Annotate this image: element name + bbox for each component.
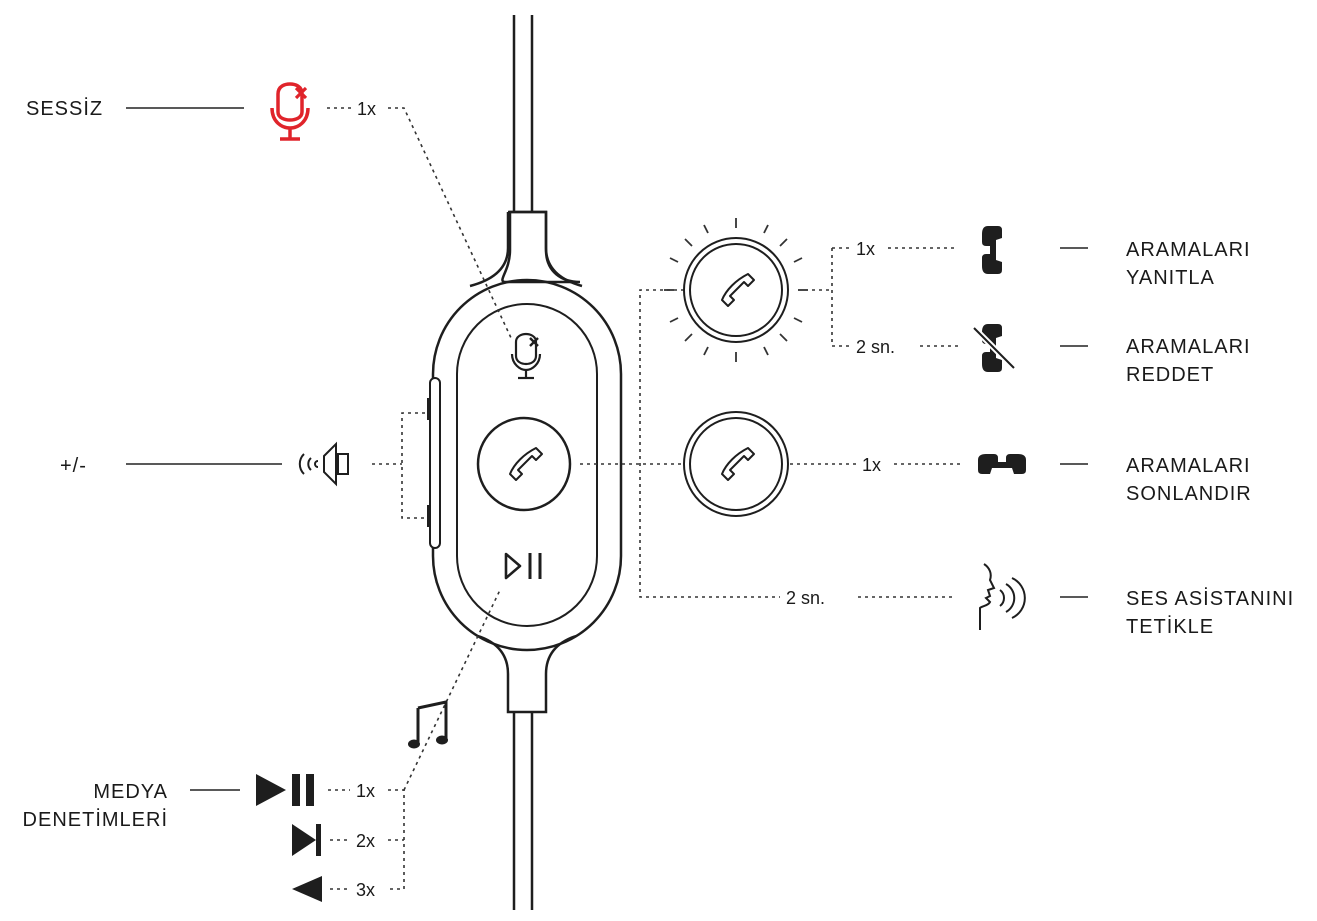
phone-reject-icon: [969, 323, 1019, 373]
next-track-icon: [292, 824, 321, 856]
reject-count: 2 sn.: [856, 337, 895, 357]
ringing-call-button: [664, 218, 808, 362]
end-label-line2: SONLANDIR: [1126, 483, 1252, 505]
media-next-count: 2x: [356, 831, 375, 851]
music-note-icon: [408, 700, 448, 749]
muted-microphone-icon: [270, 82, 310, 141]
media-play-count: 1x: [356, 781, 375, 801]
media-label-line2: DENETİMLERİ: [23, 808, 168, 831]
media-label-line1: MEDYA: [93, 781, 168, 803]
answer-count: 1x: [856, 239, 875, 259]
previous-track-icon: [292, 876, 322, 902]
end-count: 1x: [862, 455, 881, 475]
play-pause-icon: [256, 774, 314, 806]
voice-assistant-icon: [979, 563, 1026, 630]
remote-mute-icon: [510, 332, 542, 380]
mute-label: SESSİZ: [26, 97, 103, 120]
assistant-label-line1: SES ASİSTANINI: [1126, 587, 1294, 610]
speaker-volume-icon: [298, 441, 349, 487]
mute-count: 1x: [357, 99, 376, 119]
volume-label: +/-: [60, 455, 87, 477]
media-prev-count: 3x: [356, 880, 375, 900]
assistant-count: 2 sn.: [786, 588, 825, 608]
end-label-line1: ARAMALARI: [1126, 455, 1251, 477]
call-button: [683, 411, 789, 517]
phone-answer-icon: [982, 226, 1002, 274]
answer-label-line2: YANITLA: [1126, 267, 1215, 289]
reject-label-line2: REDDET: [1126, 364, 1214, 386]
assistant-label-line2: TETİKLE: [1126, 615, 1214, 638]
inline-remote: [427, 210, 623, 714]
remote-play-pause-icon: [504, 552, 542, 580]
phone-hangup-icon: [978, 454, 1026, 474]
reject-label-line1: ARAMALARI: [1126, 336, 1251, 358]
answer-label-line1: ARAMALARI: [1126, 239, 1251, 261]
